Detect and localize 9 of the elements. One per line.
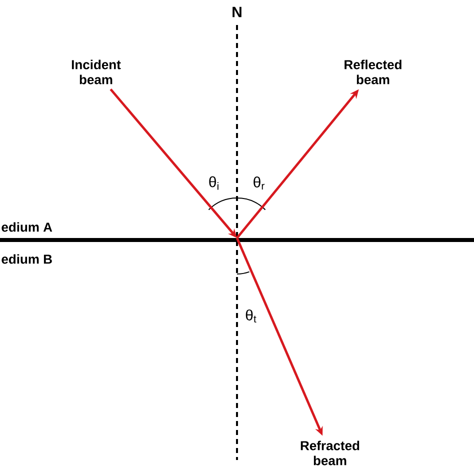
beam-label: Refracted beam [300, 440, 360, 466]
angle-label: θ$_{r}$ [254, 176, 264, 190]
beam-label: Incident beam [72, 60, 121, 84]
normal-label: N [232, 6, 242, 18]
angle-label: θ$_{i}$ [209, 176, 218, 190]
medium-label: edium A [2, 222, 52, 232]
medium-label: edium B [2, 254, 52, 264]
angle-label: θ$_{t}$ [246, 309, 256, 323]
beam-label: Reflected beam [344, 60, 402, 84]
